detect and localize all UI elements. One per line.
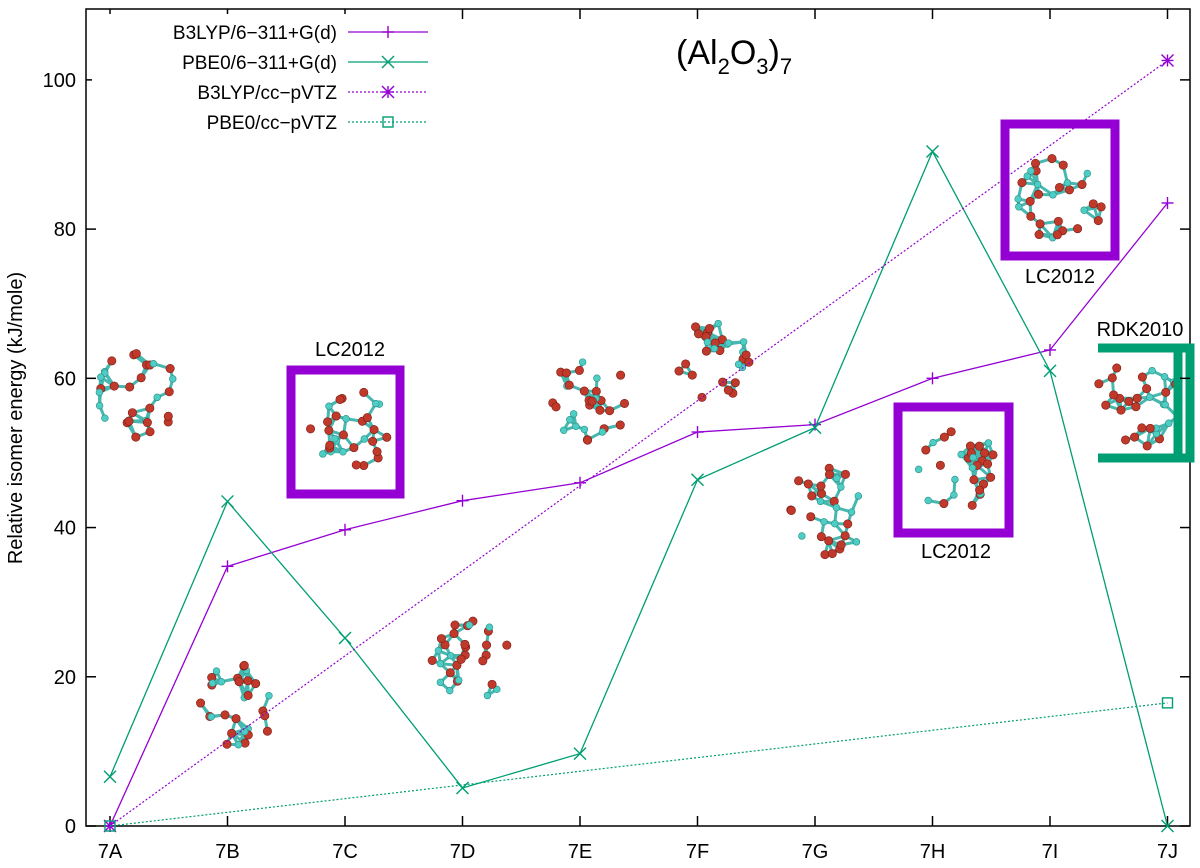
data-point [1161, 196, 1174, 209]
data-point [691, 473, 704, 487]
data-point [926, 145, 939, 159]
data-point [104, 820, 116, 832]
data-point [808, 421, 822, 435]
cluster-structure-image [914, 427, 998, 510]
legend-label: PBE0/6−311+G(d) [182, 53, 337, 74]
x-tick-label: 7E [568, 841, 592, 863]
data-point [381, 85, 395, 99]
x-tick-label: 7A [98, 841, 123, 863]
x-tick-label: 7H [920, 841, 946, 863]
data-point [382, 26, 394, 38]
data-point [456, 494, 469, 507]
cluster-structure-image [427, 616, 512, 700]
legend-label: B3LYP/cc−pVTZ [197, 83, 337, 104]
data-point [339, 523, 351, 536]
data-point [382, 116, 394, 128]
legend-label: PBE0/cc−pVTZ [207, 113, 338, 134]
series-layer [103, 53, 1174, 833]
y-tick-label: 0 [65, 816, 76, 838]
data-point [1043, 364, 1057, 378]
reference-box-7j [1098, 343, 1195, 463]
reference-box-7c [286, 365, 405, 499]
series-line-3 [109, 702, 1168, 827]
cluster-structure-image [1094, 363, 1182, 451]
data-point [1161, 697, 1174, 709]
cluster-structure-image [306, 387, 392, 471]
data-point [1044, 343, 1056, 356]
annotation-label-7h: LC2012 [921, 541, 991, 563]
legend-label: B3LYP/6−311+G(d) [173, 23, 337, 44]
data-point [104, 820, 116, 832]
y-tick-label: 40 [54, 518, 76, 540]
annotation-label-7j: RDK2010 [1097, 319, 1184, 341]
data-point [1161, 819, 1174, 833]
y-tick-label: 100 [43, 70, 76, 92]
series-line-2 [109, 59, 1168, 827]
cluster-structures [95, 154, 1182, 749]
cluster-structure-image [786, 463, 863, 560]
x-tick-label: 7B [215, 841, 239, 863]
data-point [103, 770, 117, 784]
reference-box-7i [1000, 119, 1120, 261]
data-point [691, 426, 704, 439]
x-tick-label: 7G [802, 841, 829, 863]
data-point [926, 372, 939, 385]
data-point [1161, 53, 1174, 67]
data-point [573, 747, 587, 761]
cluster-structure-image [674, 319, 754, 402]
chart-title: (Al2O3)7 [676, 34, 792, 79]
series-line-1 [109, 150, 1169, 827]
x-tick-label: 7J [1157, 841, 1178, 863]
cluster-structure-image [196, 660, 273, 749]
reference-boxes [286, 119, 1195, 538]
series-line-0 [109, 202, 1169, 827]
y-tick-label: 80 [54, 219, 76, 241]
annotation-label-7c: LC2012 [315, 339, 385, 361]
data-point [221, 560, 234, 573]
data-point [381, 55, 395, 69]
data-point [338, 631, 352, 645]
data-point [1161, 53, 1174, 67]
data-point [1043, 364, 1057, 378]
cluster-structure-image [95, 349, 177, 442]
data-point [103, 770, 117, 784]
x-tick-label: 7I [1042, 841, 1059, 863]
y-tick-label: 20 [54, 667, 76, 689]
x-tick-label: 7D [450, 841, 476, 863]
data-point [221, 494, 234, 508]
legend: B3LYP/6−311+G(d) PBE0/6−311+G(d) B3LYP/cc−… [92, 14, 437, 142]
data-point [1161, 697, 1174, 709]
data-point [381, 85, 395, 99]
y-tick-label: 60 [54, 368, 76, 390]
cluster-structure-image [1014, 154, 1106, 242]
data-point [926, 145, 939, 159]
x-tick-label: 7F [686, 841, 709, 863]
data-point [338, 631, 352, 645]
reference-box-7h [893, 402, 1014, 538]
y-axis-label: Relative isomer energy (kJ/mole) [5, 272, 27, 564]
data-point [456, 781, 469, 795]
data-point [221, 494, 234, 508]
data-point [809, 418, 821, 431]
data-point [808, 421, 822, 435]
data-point [573, 747, 587, 761]
data-point [691, 473, 704, 487]
data-point [381, 55, 395, 69]
data-point [382, 116, 394, 128]
axes: 0 20 40 60 80 100 7A 7B 7C 7D 7E 7F 7G 7H 7I 7J [43, 9, 1190, 863]
annotation-label-7i: LC2012 [1025, 266, 1095, 288]
cluster-structure-image [548, 358, 630, 445]
x-tick-label: 7C [332, 841, 358, 863]
data-point [456, 781, 469, 795]
data-point [1161, 819, 1174, 833]
